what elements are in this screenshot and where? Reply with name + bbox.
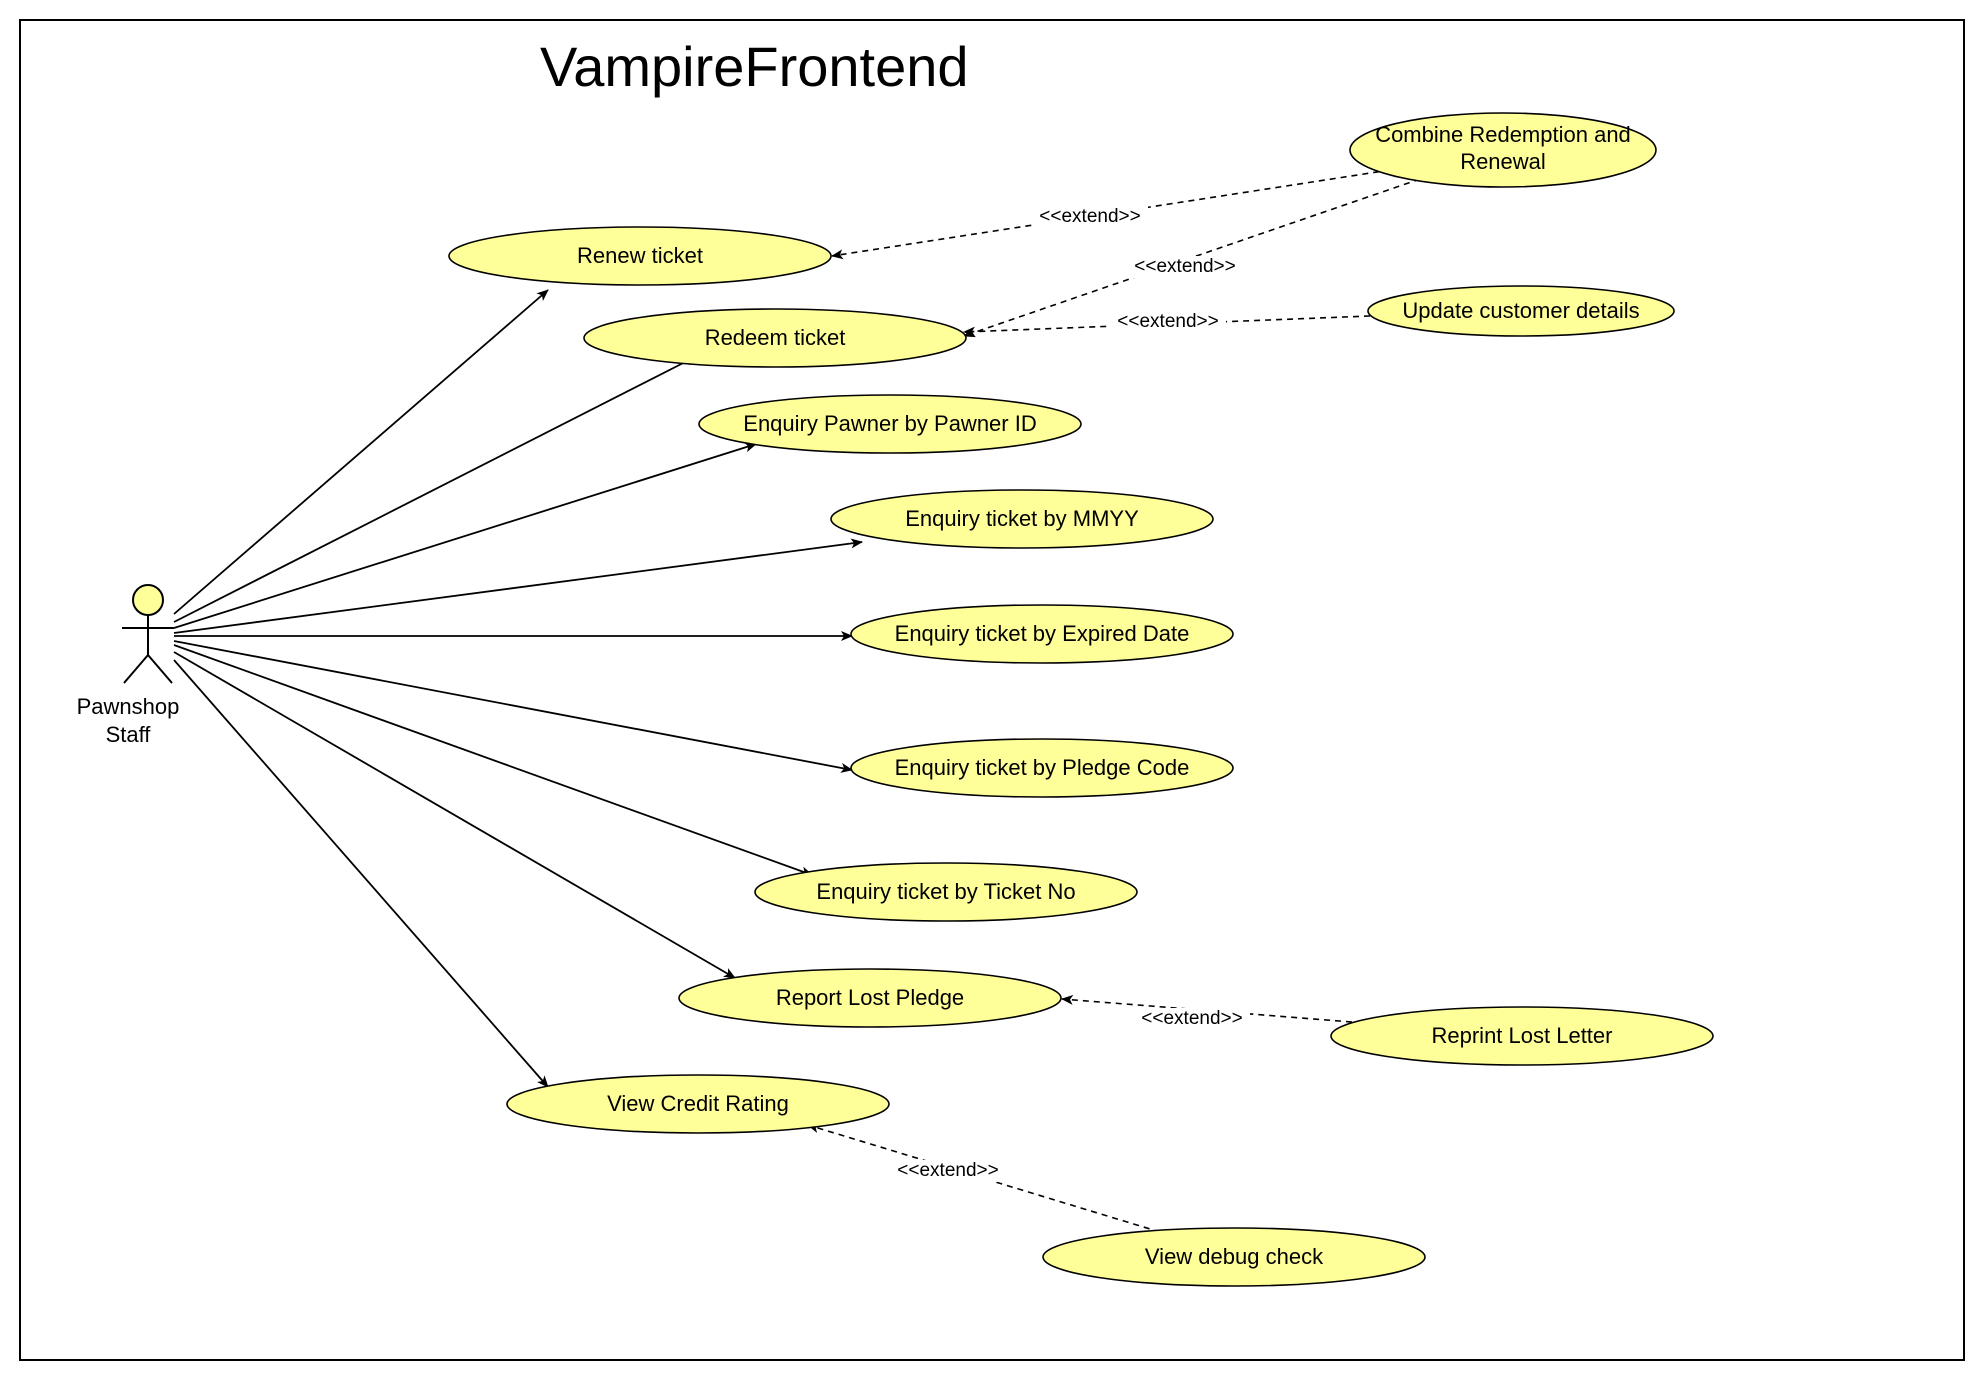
extend-label-background (1110, 311, 1226, 333)
system-boundary (19, 19, 1965, 1361)
use-case-ellipse (830, 489, 1214, 549)
association-lines (173, 289, 863, 1088)
use-case-ellipse (698, 394, 1082, 454)
use-case-ellipse (1042, 1227, 1426, 1287)
use-case-label: Enquiry ticket by Expired Date (895, 621, 1190, 646)
association-arrow-enq-mmyy (173, 538, 863, 634)
use-case-credit[interactable]: View Credit Rating (506, 1074, 890, 1134)
use-case-label: Enquiry ticket by MMYY (905, 506, 1139, 531)
use-case-label: Redeem ticket (705, 325, 846, 350)
actor-left-leg (123, 654, 149, 684)
use-case-ellipse (448, 226, 832, 286)
system-title: VampireFrontend (540, 35, 969, 98)
actor-pawnshop-staff[interactable]: Pawnshop Staff (77, 584, 180, 747)
use-case-label: Reprint Lost Letter (1432, 1023, 1613, 1048)
use-case-label: Enquiry ticket by Pledge Code (895, 755, 1190, 780)
extend-label: <<extend>> (1141, 1008, 1242, 1029)
use-case-enq-pawner[interactable]: Enquiry Pawner by Pawner ID (698, 394, 1082, 454)
association-arrow-enq-ticketno (173, 644, 813, 876)
extend-label: <<extend>> (1117, 311, 1218, 332)
use-case-label: Enquiry ticket by Ticket No (816, 879, 1075, 904)
actor-label-line1: Pawnshop (77, 694, 180, 719)
use-case-update-cust[interactable]: Update customer details (1367, 285, 1675, 337)
use-case-ellipse (850, 738, 1234, 798)
use-case-label: Report Lost Pledge (776, 985, 964, 1010)
extend-relationships: <<extend>> <<extend>> <<extend>> <<extend>>… (807, 169, 1421, 1233)
association-arrow-credit (173, 659, 549, 1088)
use-case-label: View Credit Rating (607, 1091, 789, 1116)
extend-label: <<extend>> (897, 1160, 998, 1181)
use-case-label: Renew ticket (577, 243, 703, 268)
use-case-ellipse (506, 1074, 890, 1134)
use-case-ellipse (678, 968, 1062, 1028)
extend-label-background (1127, 256, 1243, 278)
extend-label-background (1032, 206, 1148, 228)
actor-head (132, 584, 164, 616)
use-case-enq-ticketno[interactable]: Enquiry ticket by Ticket No (754, 862, 1138, 922)
use-case-enq-mmyy[interactable]: Enquiry ticket by MMYY (830, 489, 1214, 549)
use-case-enq-pledge[interactable]: Enquiry ticket by Pledge Code (850, 738, 1234, 798)
association-arrow-enq-pledge (173, 640, 853, 773)
use-case-ellipse (754, 862, 1138, 922)
association-arrow-report-lost (173, 651, 736, 979)
association-arrow-enq-pawner (173, 442, 757, 629)
actor-right-leg (147, 654, 173, 684)
use-case-reprint[interactable]: Reprint Lost Letter (1330, 1006, 1714, 1066)
association-arrow-redeem (173, 355, 698, 623)
use-case-renew[interactable]: Renew ticket (448, 226, 832, 286)
actor-label-line2: Staff (106, 722, 152, 747)
use-case-enq-expired[interactable]: Enquiry ticket by Expired Date (850, 604, 1234, 664)
use-case-ellipse (1349, 112, 1657, 188)
extend-label-background (1134, 1008, 1250, 1030)
extend-label-background (890, 1160, 1006, 1182)
use-case-ellipse (850, 604, 1234, 664)
use-case-label: Update customer details (1402, 298, 1639, 323)
use-case-label-line1: Combine Redemption and (1375, 122, 1631, 147)
use-case-label: Enquiry Pawner by Pawner ID (743, 411, 1036, 436)
association-arrow-renew (173, 289, 549, 615)
use-case-redeem[interactable]: Redeem ticket (583, 308, 967, 368)
use-case-label: View debug check (1145, 1244, 1324, 1269)
use-case-ellipse (1330, 1006, 1714, 1066)
extend-label: <<extend>> (1134, 256, 1235, 277)
use-case-ellipse (1367, 285, 1675, 337)
extend-arrow-combine-to-redeem (963, 178, 1421, 338)
use-case-report-lost[interactable]: Report Lost Pledge (678, 968, 1062, 1028)
use-case-ellipse (583, 308, 967, 368)
use-case-debug[interactable]: View debug check (1042, 1227, 1426, 1287)
use-case-label-line2: Renewal (1460, 149, 1546, 174)
extend-label: <<extend>> (1039, 206, 1140, 227)
